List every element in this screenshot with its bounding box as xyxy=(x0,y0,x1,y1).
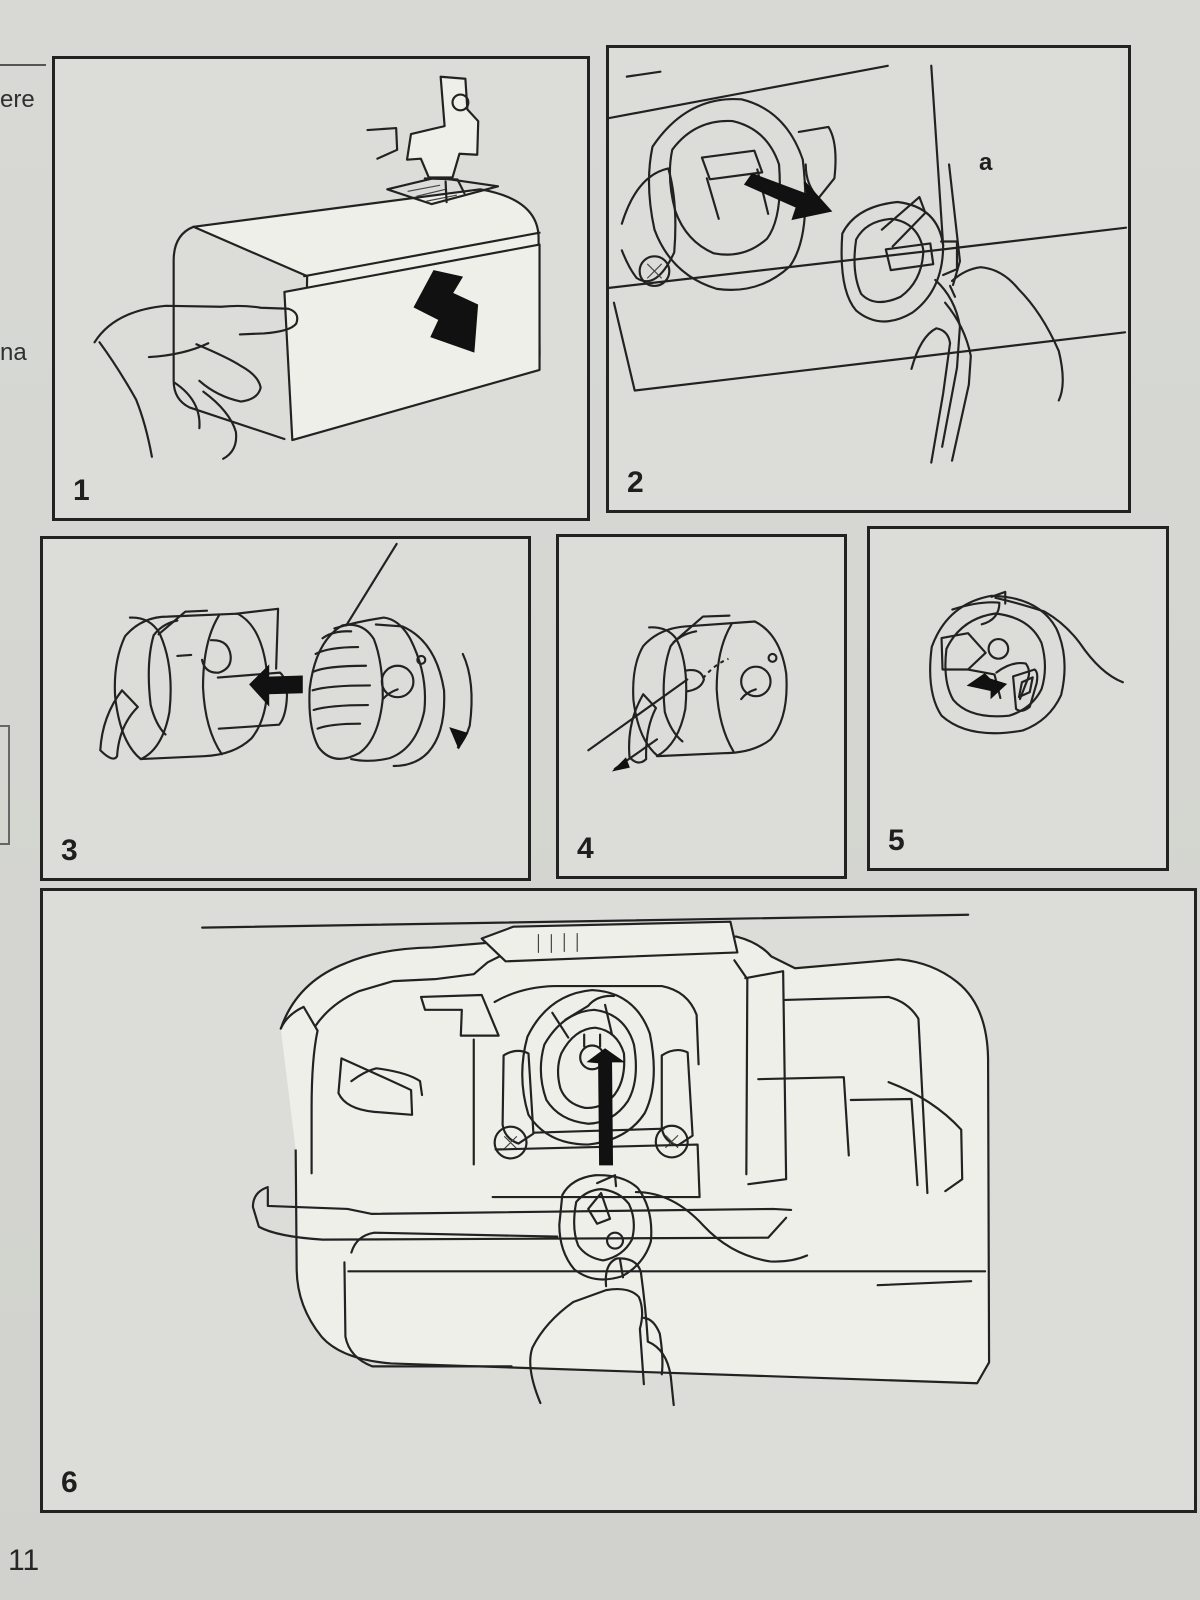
bobbin-case-close-icon xyxy=(929,590,1124,735)
page-number: 11 xyxy=(8,1544,40,1577)
margin-rule xyxy=(0,64,46,66)
panel-number-1: 1 xyxy=(73,474,90,507)
instruction-panel-5: 5 xyxy=(867,526,1169,871)
instruction-panel-6: 6 xyxy=(40,888,1197,1513)
margin-fragment-top: ere xyxy=(0,86,35,113)
panel-number-4: 4 xyxy=(577,832,594,865)
instruction-panel-2: a 2 xyxy=(606,45,1131,513)
bobbin-insert-icon xyxy=(99,542,473,768)
panel-number-2: 2 xyxy=(627,466,644,499)
panel-number-3: 3 xyxy=(61,834,78,867)
bobbin-case-install-icon xyxy=(201,913,991,1407)
panel-number-5: 5 xyxy=(888,824,905,857)
instruction-panel-1: 1 xyxy=(52,56,590,521)
sewing-machine-cover-icon xyxy=(93,75,541,460)
panel-number-6: 6 xyxy=(61,1466,78,1499)
thread-tension-icon xyxy=(587,614,788,772)
margin-fragment-middle: na xyxy=(0,339,27,366)
instruction-panel-3: 3 xyxy=(40,536,531,881)
bobbin-case-removal-icon xyxy=(609,64,1128,464)
callout-label-a: a xyxy=(979,149,993,176)
margin-bracket xyxy=(0,725,10,845)
instruction-panel-4: 4 xyxy=(556,534,847,879)
